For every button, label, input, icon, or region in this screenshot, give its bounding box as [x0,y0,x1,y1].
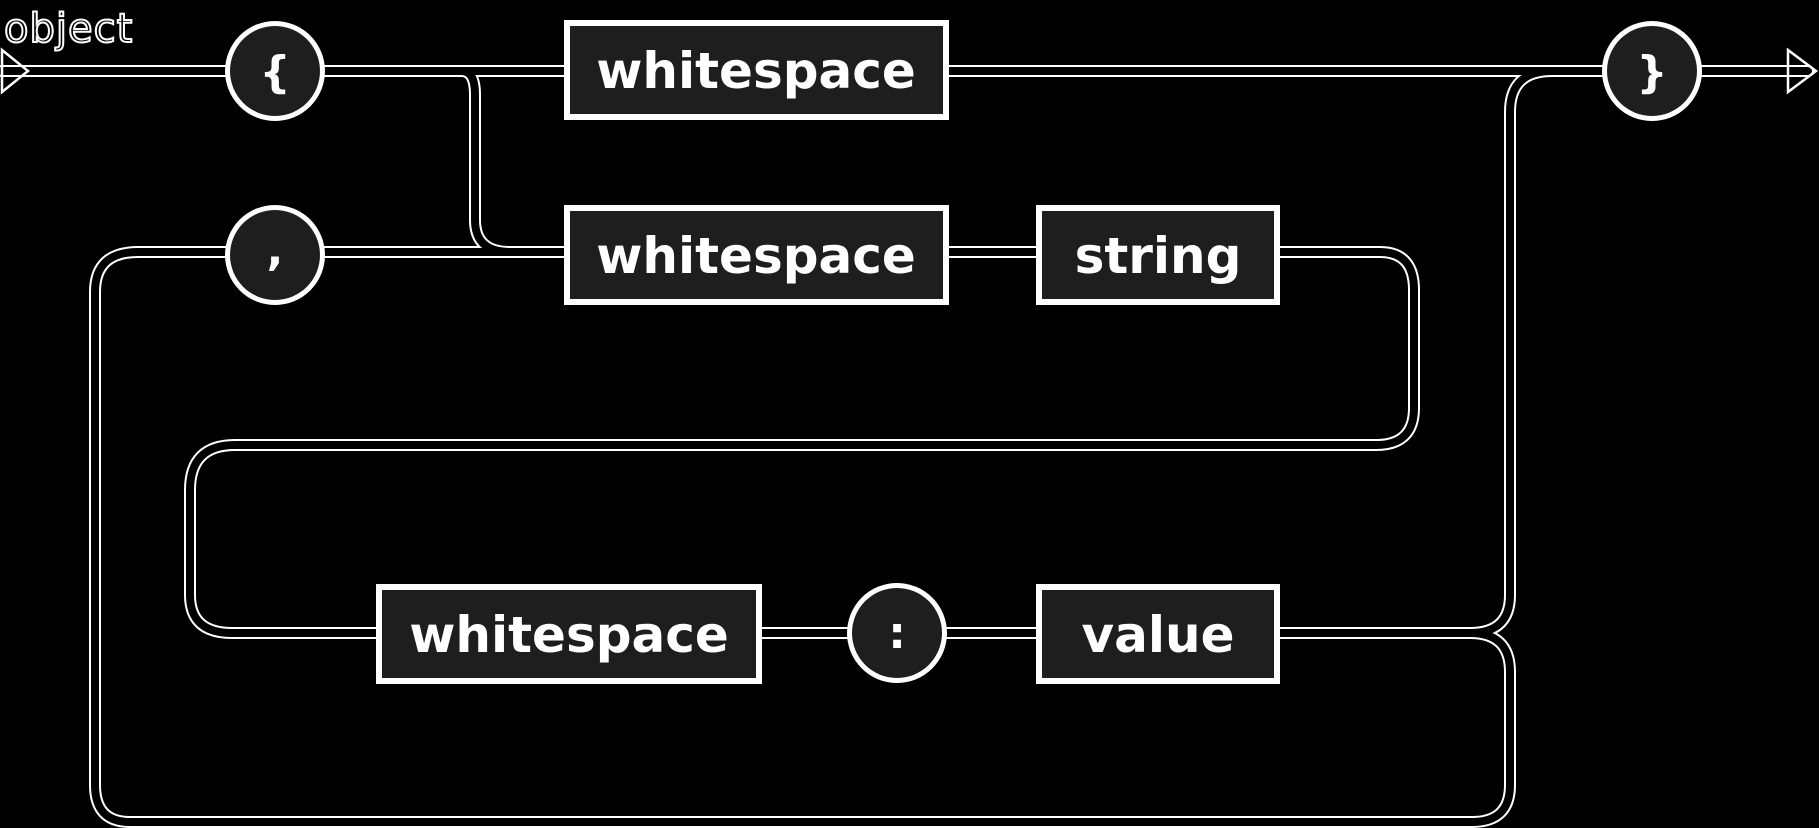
track-cores [0,67,1812,826]
diagram-title: object [4,6,133,52]
open-brace-label: { [259,47,290,98]
nonterminal-string: string [1036,205,1280,305]
nonterminal-whitespace-top: whitespace [564,20,949,120]
start-marker-icon [0,47,30,95]
colon-label: : [888,608,906,659]
whitespace-top-label: whitespace [596,42,916,100]
whitespace-bottom-label: whitespace [409,606,729,664]
close-brace-label: } [1636,47,1667,98]
terminal-colon: : [847,583,947,683]
comma-label: , [267,225,284,276]
terminal-close-brace: } [1602,21,1702,121]
end-arrow-icon [1786,47,1819,95]
nonterminal-whitespace-bottom: whitespace [376,584,762,684]
string-label: string [1075,227,1242,285]
terminal-open-brace: { [225,21,325,121]
whitespace-middle-label: whitespace [596,227,916,285]
terminal-comma: , [225,205,325,305]
nonterminal-value: value [1036,584,1280,684]
nonterminal-whitespace-middle: whitespace [564,205,949,305]
value-label: value [1082,606,1235,664]
